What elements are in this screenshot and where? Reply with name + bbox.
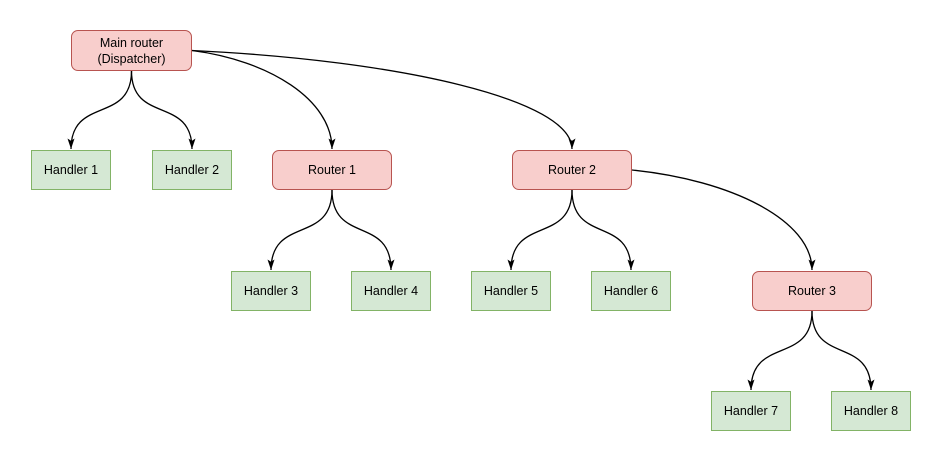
edge-main-router-to-router-1: [191, 49, 336, 150]
node-handler-8: Handler 8: [831, 391, 911, 431]
edge-router-3-to-handler-8: [811, 310, 875, 391]
edge-router-2-to-handler-6: [571, 189, 635, 271]
node-router-1: Router 1: [272, 150, 392, 190]
edge-router-2-to-handler-5: [507, 189, 573, 271]
node-label-handler-5: Handler 5: [483, 284, 539, 298]
node-router-3: Router 3: [752, 271, 872, 311]
node-label-handler-6: Handler 6: [603, 284, 659, 298]
edge-main-router-to-handler-2: [130, 70, 196, 150]
node-handler-5: Handler 5: [471, 271, 551, 311]
node-handler-7: Handler 7: [711, 391, 791, 431]
node-main-router: Main router (Dispatcher): [71, 30, 192, 71]
node-label-handler-4: Handler 4: [363, 284, 419, 298]
edge-router-1-to-handler-3: [267, 189, 333, 271]
node-router-2: Router 2: [512, 150, 632, 190]
node-label-handler-3: Handler 3: [243, 284, 299, 298]
node-label-handler-7: Handler 7: [723, 404, 779, 418]
node-handler-6: Handler 6: [591, 271, 671, 311]
node-label-handler-8: Handler 8: [843, 404, 899, 418]
node-label-main-router: Main router (Dispatcher): [97, 35, 166, 66]
edge-router-2-to-router-3: [631, 169, 816, 271]
node-handler-3: Handler 3: [231, 271, 311, 311]
node-label-router-1: Router 1: [308, 163, 356, 177]
edge-main-router-to-handler-1: [67, 70, 133, 150]
node-handler-1: Handler 1: [31, 150, 111, 190]
edge-router-1-to-handler-4: [331, 189, 395, 271]
node-handler-4: Handler 4: [351, 271, 431, 311]
node-handler-2: Handler 2: [152, 150, 232, 190]
edge-group: [67, 49, 875, 391]
edge-main-router-to-router-2: [191, 49, 576, 150]
node-label-handler-1: Handler 1: [43, 163, 99, 177]
node-label-router-2: Router 2: [548, 163, 596, 177]
edge-router-3-to-handler-7: [747, 310, 813, 391]
node-label-handler-2: Handler 2: [164, 163, 220, 177]
node-label-router-3: Router 3: [788, 284, 836, 298]
